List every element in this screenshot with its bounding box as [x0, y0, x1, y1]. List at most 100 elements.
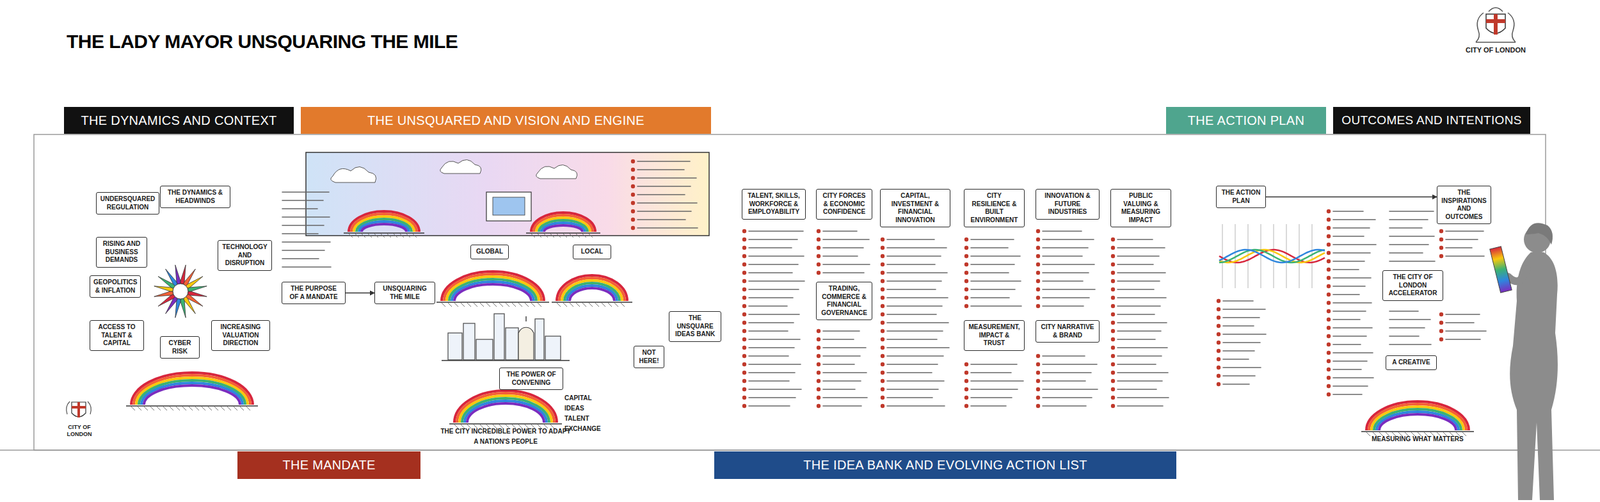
list-entry [823, 396, 868, 399]
arch-base [343, 232, 425, 234]
list-marker [880, 403, 885, 408]
list-marker [1111, 295, 1115, 300]
list-marker [631, 200, 635, 205]
list-entry [1389, 260, 1435, 262]
list-marker [880, 262, 885, 267]
list-marker [1111, 279, 1115, 283]
list-marker [1326, 325, 1331, 330]
list-marker [1111, 262, 1115, 267]
list-marker [1036, 270, 1040, 275]
box-text: INCREASING VALUATION DIRECTION [215, 323, 267, 348]
list-entry [1117, 363, 1156, 365]
arch-hatch [441, 302, 446, 307]
list-marker [964, 237, 969, 242]
list-entry [1042, 296, 1090, 299]
list-entry [970, 263, 1015, 265]
list-entry [637, 193, 685, 196]
list-marker [1036, 254, 1040, 258]
box-text: CYBER RISK [163, 339, 196, 356]
arch-hatch [620, 302, 625, 307]
sketch-box: RISING AND BUSINESS DEMANDS [96, 236, 148, 268]
arch-hatch [137, 406, 142, 411]
arch-hatch [576, 302, 580, 307]
list-entry [1117, 296, 1167, 299]
list-marker [1216, 298, 1221, 303]
list-marker [1036, 395, 1040, 400]
list-marker [1326, 234, 1331, 239]
crest-shield [71, 401, 86, 417]
list-entry [1445, 313, 1480, 315]
list-entry [823, 346, 866, 349]
list-entry [887, 305, 943, 307]
list-entry [1042, 280, 1083, 282]
sketch-box: ACCESS TO TALENT & CAPITAL [89, 320, 144, 351]
box-text: CAPITAL, INVESTMENT & FINANCIAL INNOVATI… [883, 192, 947, 224]
list-entry [637, 202, 697, 204]
arch-hatch [537, 302, 542, 307]
arch-hatch [214, 406, 219, 411]
list-entry [1445, 255, 1485, 257]
box-text: THE PURPOSE OF A MANDATE [285, 284, 342, 301]
arch-hatch [240, 406, 244, 411]
timeline-tick [1286, 224, 1288, 288]
list-entry [1333, 376, 1374, 379]
list-entry [970, 280, 1021, 282]
list-entry [748, 230, 804, 232]
list-marker [1326, 300, 1331, 305]
arch-hatch [556, 233, 561, 238]
list-marker [880, 295, 885, 300]
banner-screen [486, 192, 532, 221]
list-entry [1042, 355, 1085, 357]
list-marker [816, 237, 821, 242]
list-entry [887, 388, 939, 390]
rainbow-arch [559, 277, 625, 301]
timeline-tick [1222, 224, 1224, 288]
list-marker [1036, 370, 1040, 375]
list-entry [1333, 218, 1376, 221]
list-entry [823, 405, 862, 407]
arch-hatch [169, 406, 174, 411]
arch-hatch [518, 302, 523, 307]
sketch-box: INCREASING VALUATION DIRECTION [211, 320, 271, 351]
list-entry [1445, 230, 1484, 232]
list-marker [880, 395, 885, 400]
list-marker [742, 229, 747, 233]
list-entry [1117, 255, 1160, 257]
list-marker [1439, 328, 1444, 333]
list-marker [816, 245, 821, 250]
list-entry [1333, 293, 1360, 296]
rainbow-arch [444, 273, 542, 301]
sketch-box: TRADING, COMMERCE & FINANCIAL GOVERNANCE [816, 281, 873, 320]
arch-base [126, 405, 258, 407]
list-marker [631, 167, 635, 172]
list-marker [880, 287, 885, 292]
list-entry [1445, 321, 1474, 324]
list-marker [631, 209, 635, 214]
list-marker [1326, 392, 1331, 397]
note-label: CAPITAL [564, 394, 610, 402]
list-entry [887, 263, 936, 265]
list-marker [1326, 250, 1331, 255]
list-marker [1111, 370, 1115, 375]
list-entry [887, 338, 937, 340]
list-entry [748, 272, 793, 274]
list-entry [1389, 335, 1419, 337]
list-entry [282, 208, 318, 210]
list-marker [1439, 320, 1444, 325]
rainbow-arch [141, 382, 243, 405]
floor-line [0, 449, 1600, 451]
list-marker [880, 353, 885, 358]
list-entry [887, 355, 944, 357]
list-marker [1326, 342, 1331, 347]
list-marker [1326, 292, 1331, 297]
arch-hatch [537, 233, 542, 238]
list-entry [1117, 280, 1160, 282]
box-text: PUBLIC VALUING & MEASURING IMPACT [1114, 192, 1168, 224]
list-marker [816, 370, 821, 375]
arch-hatch [150, 406, 155, 411]
list-entry [1223, 316, 1260, 319]
note-label: TALENT [564, 414, 610, 423]
list-entry [1117, 355, 1162, 357]
arch-hatch [582, 302, 587, 307]
list-entry [1117, 338, 1156, 340]
